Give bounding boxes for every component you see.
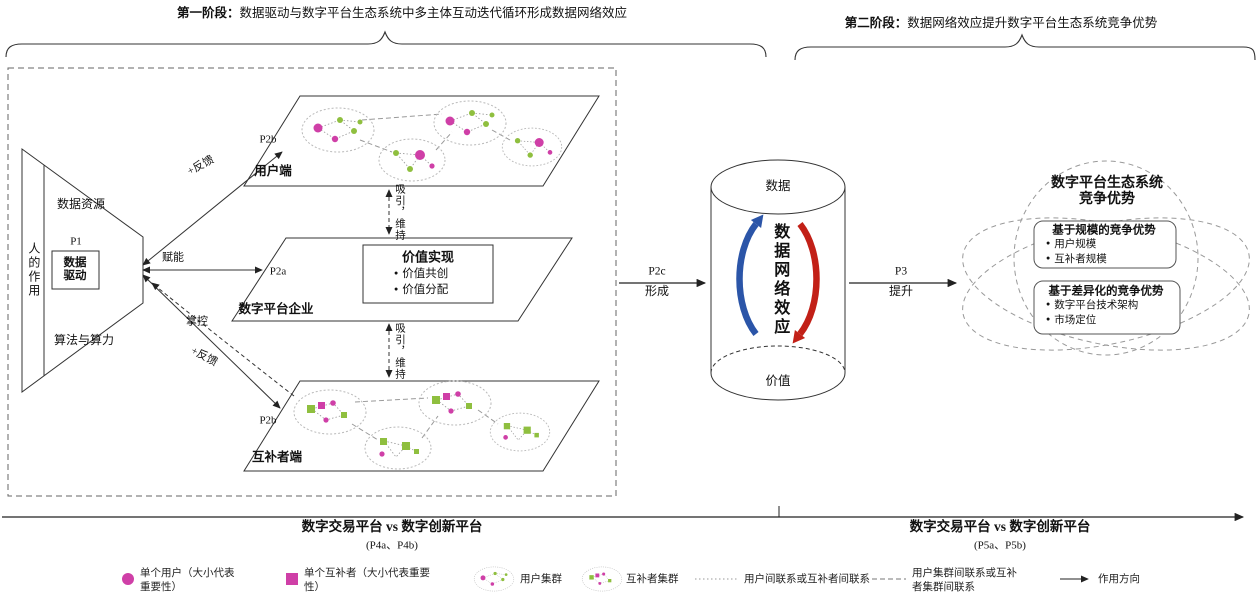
data-resource-label: 数据资源 [56, 197, 106, 212]
user-clusters [301, 100, 563, 182]
attract-bottom-label: 吸引，维持 [394, 322, 406, 380]
phase2-prefix: 第二阶段： [844, 15, 908, 30]
timeline-axis [2, 506, 1245, 522]
timeline-left-title: 数字交易平台 vs 数字创新平台 [301, 519, 483, 535]
value-box-title: 价值实现 [401, 249, 455, 265]
data-network-cylinder [710, 159, 846, 401]
legend-complementor-cluster-label: 互补者集群 [626, 574, 679, 585]
control-label: 掌控 [186, 315, 208, 328]
user-cluster-2 [378, 138, 446, 182]
phase1-brace [5, 30, 767, 58]
differentiation-advantage-items: 数字平台技术架构 市场定位 [1046, 299, 1138, 328]
p2c-text: 形成 [644, 284, 670, 299]
p2a-tag: P2a [269, 265, 287, 278]
control-arrow [151, 282, 295, 397]
scale-advantage-items: 用户规模 互补者规模 [1046, 238, 1107, 267]
cylinder-bottom-label: 价值 [765, 373, 791, 388]
timeline-right-sub: (P5a、P5b) [974, 539, 1026, 552]
cylinder-top-label: 数据 [765, 178, 791, 193]
complementor-cluster-4 [489, 412, 551, 452]
phase1-label: 第一阶段：数据驱动与数字平台生态系统中多主体互动迭代循环形成数据网络效应 [177, 6, 627, 20]
complementor-cluster-icon [581, 566, 623, 592]
legend-dashed-link-label: 用户集群间联系或互补者集群间联系 [912, 568, 1017, 593]
legend-dotted-link-label: 用户间联系或互补者间联系 [744, 574, 870, 585]
value-item-distribute: 价值分配 [394, 282, 448, 298]
p2b-bottom-tag: P2b [259, 414, 277, 427]
phase2-brace [794, 33, 1256, 61]
p3-text: 提升 [888, 284, 914, 299]
user-layer-name: 用户端 [254, 163, 292, 178]
complementor-plane [243, 380, 600, 472]
algorithm-label: 算法与算力 [53, 333, 115, 348]
platform-layer-name: 数字平台企业 [238, 301, 314, 316]
diff-item-architecture: 数字平台技术架构 [1046, 299, 1138, 314]
p2c-tag: P2c [648, 265, 666, 278]
value-item-cocreate: 价值共创 [394, 266, 448, 282]
scale-advantage-title: 基于规模的竞争优势 [1052, 224, 1156, 237]
differentiation-advantage-title: 基于差异化的竞争优势 [1048, 285, 1164, 298]
scale-item-complementor: 互补者规模 [1046, 253, 1107, 268]
timeline-left-sub: (P4a、P4b) [366, 539, 418, 552]
cylinder-center-label: 数据网络效应 [771, 223, 789, 337]
user-cluster-4 [501, 127, 563, 167]
scale-item-user: 用户规模 [1046, 238, 1107, 253]
diff-item-positioning: 市场定位 [1046, 314, 1138, 329]
advantage-title-line2: 竞争优势 [1079, 192, 1135, 207]
legend-user-node-label: 单个用户（大小代表重要性） [140, 568, 235, 593]
red-cycle-arrow [792, 221, 820, 344]
complementor-cluster-3 [418, 380, 492, 426]
complementor-clusters [293, 380, 551, 470]
advantage-title-line1: 数字平台生态系统 [1051, 175, 1163, 191]
user-node-icon [122, 573, 134, 585]
user-cluster-icon [473, 566, 515, 592]
data-driven-label: 数据驱动 [63, 256, 87, 282]
empower-label: 赋能 [162, 251, 184, 264]
p3-tag: P3 [894, 265, 908, 278]
legend-complementor-node-label: 单个互补者（大小代表重要性） [304, 568, 430, 593]
advantage-title: 数字平台生态系统 竞争优势 [1027, 176, 1187, 208]
phase1-prefix: 第一阶段： [176, 5, 240, 20]
legend-user-cluster-label: 用户集群 [520, 574, 562, 585]
user-plane [243, 95, 600, 187]
stage1-dashed-box [7, 67, 617, 497]
complementor-node-icon [286, 573, 298, 585]
data-driven-funnel [21, 148, 144, 393]
complementor-cluster-1 [293, 389, 367, 435]
blue-cycle-arrow [736, 214, 764, 337]
phase2-text: 数据网络效应提升数字平台生态系统竞争优势 [907, 15, 1158, 30]
human-role-label: 人的作用 [26, 242, 41, 298]
feedback-top-arrow [142, 151, 283, 266]
attract-top-label: 吸引，维持 [394, 183, 406, 241]
timeline-right-title: 数字交易平台 vs 数字创新平台 [909, 519, 1091, 535]
legend-arrow-label: 作用方向 [1098, 574, 1140, 585]
feedback-bottom-arrow [142, 274, 281, 409]
complementor-cluster-2 [364, 426, 432, 470]
user-cluster-3 [433, 100, 507, 146]
user-cluster-1 [301, 107, 375, 153]
value-box-items: 价值共创 价值分配 [394, 266, 448, 298]
p2b-top-tag: P2b [259, 133, 277, 146]
complementor-layer-name: 互补者端 [251, 449, 303, 464]
phase1-text: 数据驱动与数字平台生态系统中多主体互动迭代循环形成数据网络效应 [239, 5, 628, 20]
p1-tag: P1 [70, 235, 82, 248]
phase2-label: 第二阶段：数据网络效应提升数字平台生态系统竞争优势 [845, 16, 1158, 30]
